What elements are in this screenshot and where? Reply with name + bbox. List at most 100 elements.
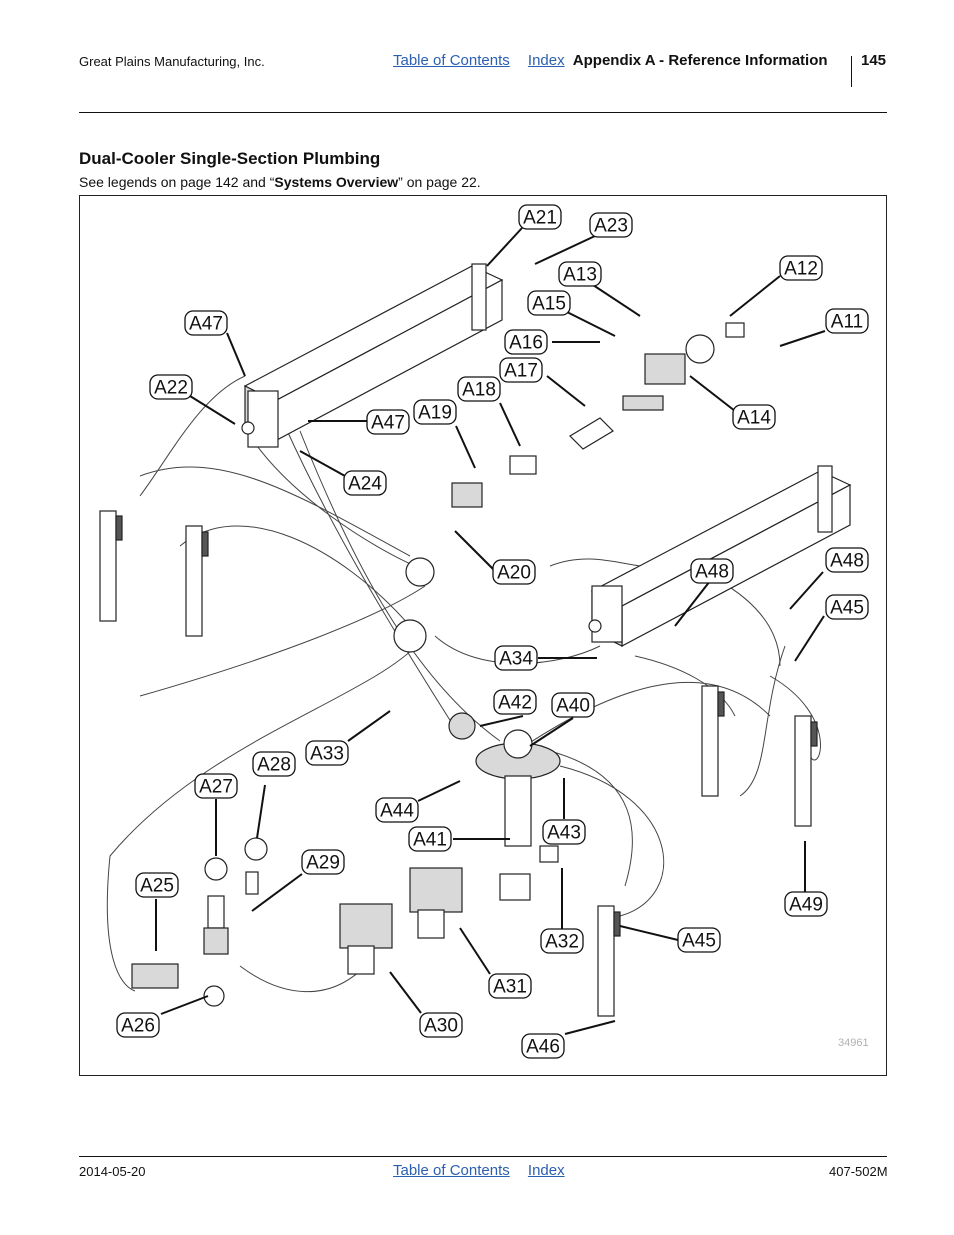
- electric-valves: [339, 867, 463, 975]
- callout-text: A12: [784, 259, 818, 280]
- callout-a20: A20: [492, 559, 536, 585]
- header-rule: [79, 112, 887, 113]
- callout-text: A47: [371, 413, 405, 434]
- callout-text: A22: [154, 378, 188, 399]
- callout-text: A27: [199, 777, 233, 798]
- figure-number: 34961: [838, 1037, 869, 1049]
- callout-a48: A48: [825, 547, 869, 573]
- callout-text: A42: [498, 693, 532, 714]
- callout-a47: A47: [184, 310, 228, 336]
- callout-a13: A13: [558, 261, 602, 287]
- callout-a48: A48: [690, 558, 734, 584]
- page-number: 145: [861, 52, 887, 69]
- section-title: Dual-Cooler Single-Section Plumbing: [79, 149, 381, 168]
- callout-a30: A30: [419, 1012, 463, 1038]
- hoses: [106, 375, 821, 993]
- header-section: Appendix A - Reference Information: [572, 52, 828, 69]
- callout-text: A44: [380, 801, 414, 822]
- callout-text: A26: [121, 1016, 155, 1037]
- callout-text: A33: [310, 744, 344, 765]
- callout-a32: A32: [540, 928, 584, 954]
- callout-a40: A40: [551, 692, 595, 718]
- callout-text: A45: [830, 598, 864, 619]
- callout-text: A49: [789, 895, 823, 916]
- footer-doc-number: 407-502M: [829, 1164, 888, 1179]
- callout-a46: A46: [521, 1033, 565, 1059]
- callout-a41: A41: [408, 826, 452, 852]
- callout-text: A11: [831, 312, 863, 333]
- subtitle-text-after: ” on page 22.: [398, 174, 481, 190]
- gauge-assembly: [131, 837, 268, 1007]
- leader-arrows: [155, 227, 826, 1035]
- callout-text: A48: [695, 562, 729, 583]
- callout-text: A46: [526, 1037, 560, 1058]
- callout-text: A23: [594, 216, 628, 237]
- callout-text: A40: [556, 696, 590, 717]
- callout-text: A32: [545, 932, 579, 953]
- callout-text: A34: [499, 649, 533, 670]
- header-company: Great Plains Manufacturing, Inc.: [79, 54, 265, 69]
- callout-a18: A18: [457, 376, 501, 402]
- callout-a22: A22: [149, 374, 193, 400]
- callout-text: A19: [418, 403, 452, 424]
- callout-text: A41: [413, 830, 447, 851]
- callout-a15: A15: [527, 290, 571, 316]
- callout-text: A28: [257, 755, 291, 776]
- dispensers: [99, 510, 818, 1017]
- callout-a27: A27: [194, 773, 238, 799]
- callout-a16: A16: [504, 329, 548, 355]
- callout-a11: A11: [825, 308, 869, 334]
- callout-text: A48: [830, 551, 864, 572]
- callout-a49: A49: [784, 891, 828, 917]
- callout-a47: A47: [366, 409, 410, 435]
- footer-rule: [79, 1156, 887, 1157]
- manifold: [448, 712, 561, 901]
- callout-a26: A26: [116, 1012, 160, 1038]
- callout-text: A18: [462, 380, 496, 401]
- callout-text: A15: [532, 294, 566, 315]
- callout-text: A45: [682, 931, 716, 952]
- callout-a45: A45: [677, 927, 721, 953]
- section-subtitle: See legends on page 142 and “Systems Ove…: [79, 174, 481, 190]
- callout-a12: A12: [779, 255, 823, 281]
- callout-a31: A31: [488, 973, 532, 999]
- footer-index-link[interactable]: Index: [527, 1162, 565, 1179]
- callout-a43: A43: [542, 819, 586, 845]
- callout-text: A31: [493, 977, 527, 998]
- header-links: Table of Contents Index Appendix A - Ref…: [393, 52, 828, 69]
- callout-text: A16: [509, 333, 543, 354]
- callout-text: A14: [737, 408, 771, 429]
- callout-a45: A45: [825, 594, 869, 620]
- callout-text: A43: [547, 823, 581, 844]
- callout-a44: A44: [375, 797, 419, 823]
- cooler-upper: [241, 263, 504, 448]
- header-divider: [851, 56, 852, 87]
- callout-a33: A33: [305, 740, 349, 766]
- callout-a19: A19: [413, 399, 457, 425]
- header-toc-link[interactable]: Table of Contents: [393, 52, 510, 69]
- callout-a14: A14: [732, 404, 776, 430]
- header-index-link[interactable]: Index: [527, 52, 565, 69]
- callout-text: A24: [348, 474, 382, 495]
- systems-overview-ref: Systems Overview: [274, 174, 399, 190]
- callout-text: A30: [424, 1016, 458, 1037]
- callout-text: A25: [140, 876, 174, 897]
- callout-a28: A28: [252, 751, 296, 777]
- callout-a25: A25: [135, 872, 179, 898]
- callout-a23: A23: [589, 212, 633, 238]
- subtitle-text-before: See legends on page 142 and “: [79, 174, 275, 190]
- callout-text: A21: [523, 208, 557, 229]
- callout-text: A17: [504, 361, 538, 382]
- callout-a42: A42: [493, 689, 537, 715]
- callout-text: A47: [189, 314, 223, 335]
- footer-links: Table of Contents Index: [393, 1162, 565, 1179]
- footer-date: 2014-05-20: [79, 1164, 146, 1179]
- callout-a17: A17: [499, 357, 543, 383]
- callout-text: A20: [497, 563, 531, 584]
- callout-text: A13: [563, 265, 597, 286]
- callout-text: A29: [306, 853, 340, 874]
- footer-toc-link[interactable]: Table of Contents: [393, 1162, 510, 1179]
- callout-a34: A34: [494, 645, 538, 671]
- callout-a21: A21: [518, 204, 562, 230]
